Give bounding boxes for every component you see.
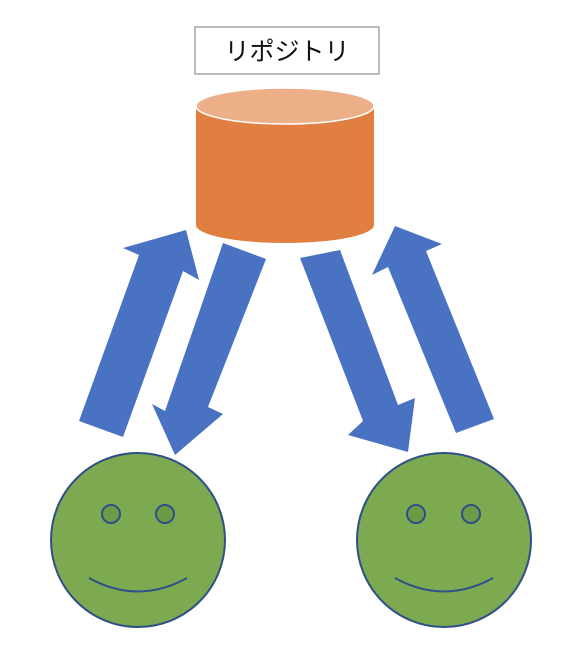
smiley-face-icon [356, 452, 532, 628]
repository-label-box: リポジトリ [194, 26, 380, 75]
cylinder-body [196, 106, 374, 243]
face-left-eye-left [101, 504, 121, 524]
left-push-arrow [79, 230, 199, 437]
right-pull-arrow [300, 250, 415, 452]
cylinder-top [195, 87, 375, 125]
face-right [356, 452, 532, 628]
face-left-mouth [88, 577, 188, 593]
face-left [50, 452, 226, 628]
face-right-mouth [394, 577, 494, 593]
repository-label: リポジトリ [224, 37, 349, 66]
smiley-face-icon [50, 452, 226, 628]
face-right-eye-left [406, 504, 426, 524]
face-left-eye-right [155, 504, 175, 524]
left-pull-arrow [152, 243, 266, 455]
database-cylinder-icon [195, 87, 375, 243]
arrow-icon [300, 250, 415, 452]
arrow-icon [372, 226, 494, 433]
face-right-eye-right [461, 504, 481, 524]
repository-label-border [194, 26, 380, 75]
arrow-icon [152, 243, 266, 455]
arrow-icon [79, 230, 199, 437]
right-push-arrow [372, 226, 494, 433]
